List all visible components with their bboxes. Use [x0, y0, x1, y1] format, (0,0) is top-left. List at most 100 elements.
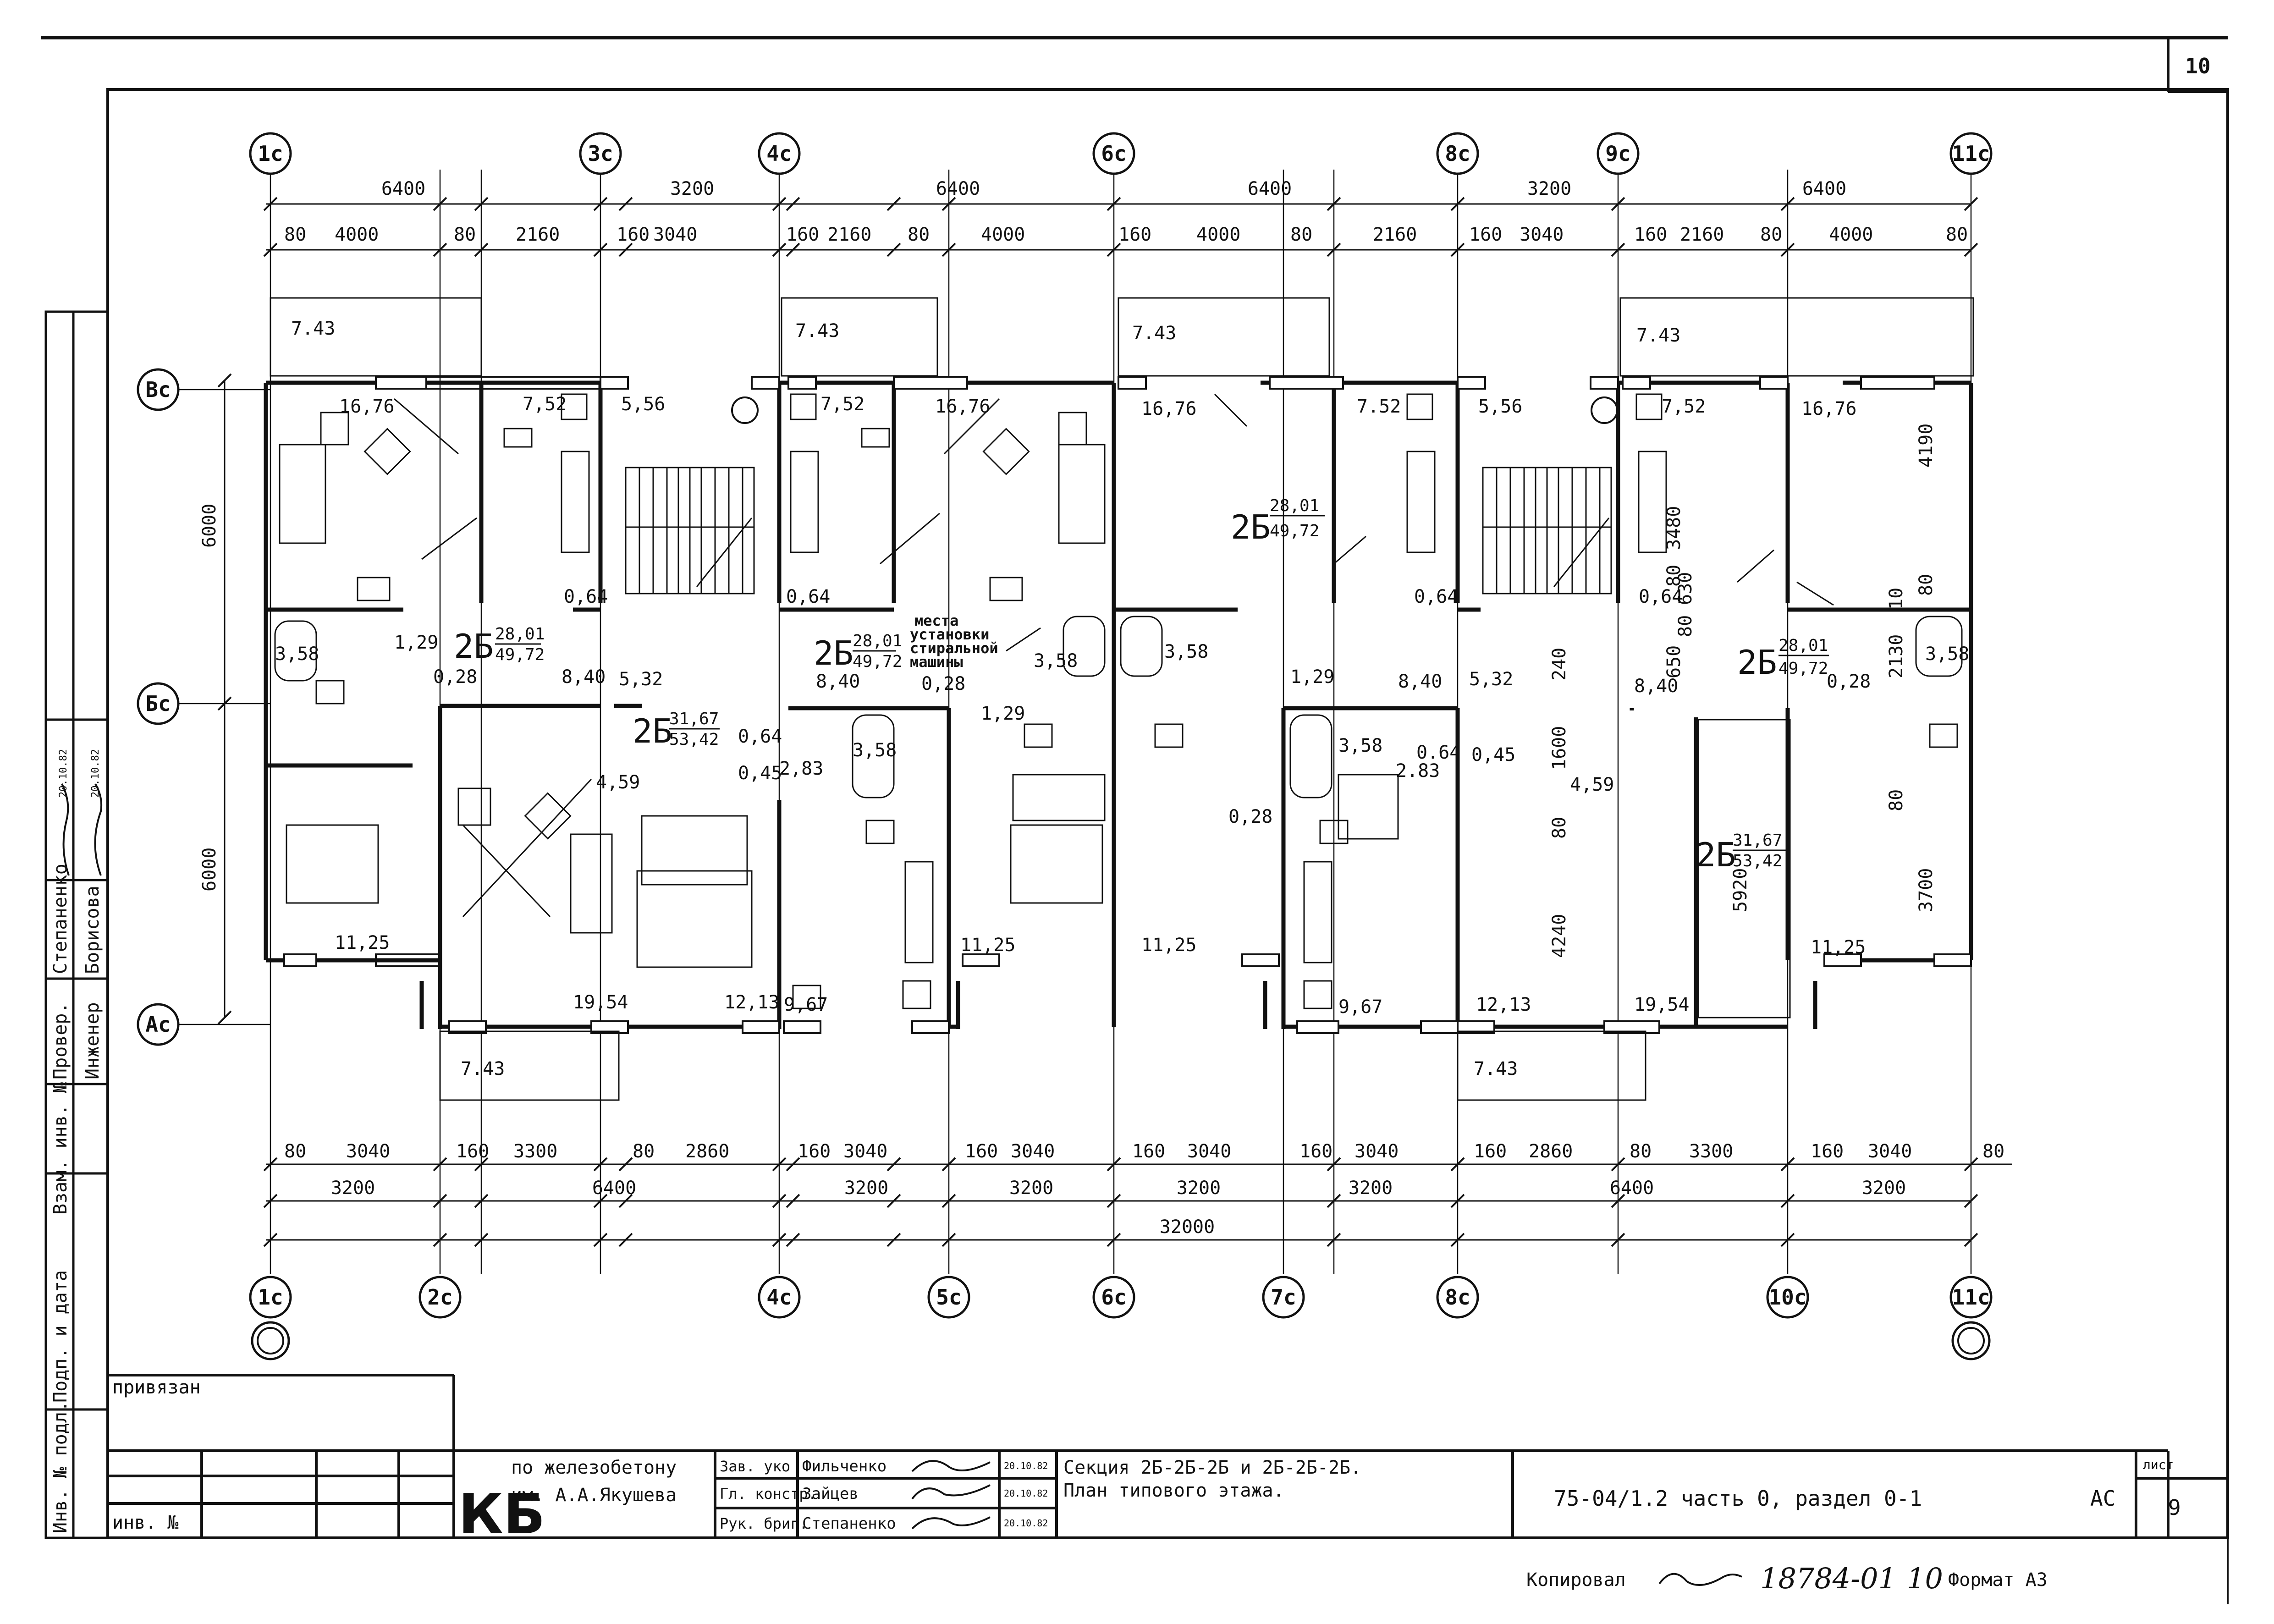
role-1: Зав. уко [720, 1458, 790, 1475]
dimension-tick [593, 1157, 608, 1172]
dimension-tick [1611, 1194, 1625, 1208]
balconies [270, 297, 1974, 1101]
garbage-chute-right [1591, 396, 1618, 424]
dimension-tick [1964, 1157, 1978, 1172]
area-misc-4: 0,28 [433, 666, 477, 688]
dimension-tick [593, 1194, 608, 1208]
axis-bubble-bottom-8: 10с [1766, 1276, 1809, 1319]
axis-bubble-circle [579, 132, 622, 175]
dimension-tick [786, 1157, 800, 1172]
axis-bubble-circle [927, 1276, 970, 1319]
dim-bd-5: 80 [633, 1141, 655, 1162]
walls [264, 380, 1973, 1029]
axis-bubble-circle [137, 368, 180, 411]
axis-bubble-label: 3с [588, 141, 613, 166]
windows [283, 376, 1972, 1034]
axis-bubble-label: 11с [1952, 1285, 1990, 1310]
axis-bubble-circle [1766, 1276, 1809, 1319]
apartment-tag-6: 2Б 31,67 53,42 [1696, 831, 1788, 874]
footer-order: 18784-01 [1760, 1562, 1896, 1595]
dimension-tick [886, 1233, 901, 1247]
apartment-total-area: 49,72 [495, 645, 545, 664]
stairwell-right [1482, 467, 1612, 595]
washer-note-line-4: машины [910, 653, 963, 671]
dim-top-overall-5: 3200 [1527, 178, 1571, 199]
dimension-tick [1107, 197, 1121, 211]
dimension-tick [786, 197, 800, 211]
garbage-chute-left [731, 396, 759, 424]
dim-bm-5: 3200 [1177, 1178, 1221, 1199]
dim-misc-vert-2: 80 [1916, 574, 1937, 596]
washer-note: места установки стиральной машины [910, 612, 1041, 671]
area-misc-5: 0,28 [921, 673, 965, 694]
dimension-tick [474, 1157, 489, 1172]
dim-td-15: 160 [1469, 224, 1502, 245]
side-stamp-signature-1 [61, 783, 70, 876]
axis-bubble-circle [137, 1003, 180, 1046]
axis-bubble-circle [1092, 1276, 1135, 1319]
dimension-tick [263, 1194, 278, 1208]
date-3: 20.10.82 [1004, 1518, 1048, 1529]
axis-bubble-top-5: 8с [1436, 132, 1479, 175]
apartment-code: 2Б [1231, 508, 1271, 546]
role-2: Гл. констр. [720, 1485, 817, 1503]
axis-bubble-label: 2с [427, 1285, 452, 1310]
apartment-tag-3: 2Б 28,01 49,72 [1231, 496, 1325, 546]
dimension-tick [942, 1157, 956, 1172]
dim-td-8: 2160 [827, 224, 871, 245]
dim-bd-17: 80 [1630, 1141, 1652, 1162]
drawing-title-line-1: Секция 2Б-2Б-2Б и 2Б-2Б-2Б. [1063, 1457, 1361, 1478]
dimension-tick [1107, 1233, 1121, 1247]
area-bath-4: 3,58 [1925, 644, 1969, 665]
washer-note-line-2: установки [910, 626, 989, 643]
axis-marker-ring-inner [257, 1327, 284, 1354]
area-misc-29: 9,67 [1338, 996, 1382, 1018]
date-1: 20.10.82 [1004, 1460, 1048, 1471]
area-misc-12: 5,32 [619, 669, 663, 690]
inv-no-label: инв. № [112, 1512, 179, 1533]
footer-page: 10 [1907, 1562, 1943, 1595]
dim-left-vert-2: 6000 [199, 848, 220, 892]
stage-label: АС [2090, 1486, 2115, 1511]
dim-bd-18: 3300 [1689, 1141, 1733, 1162]
dim-bm-6: 3200 [1349, 1178, 1393, 1199]
area-misc-24: 19,54 [573, 992, 628, 1013]
area-misc-1: 1,29 [394, 632, 438, 653]
dimension-tick [618, 197, 633, 211]
dimension-tick [786, 1194, 800, 1208]
area-balcony-2: 7.43 [795, 320, 839, 341]
area-misc-18: 4,59 [596, 772, 640, 793]
dimension-tick [1964, 1194, 1978, 1208]
side-stamp-sign-label: Подп. и дата [50, 1270, 71, 1403]
area-misc-28: 9,67 [784, 994, 828, 1015]
apartment-tag-4: 2Б 28,01 49,72 [1737, 636, 1829, 682]
apartment-code: 2Б [814, 634, 853, 672]
dim-bd-6: 2860 [685, 1141, 729, 1162]
apartment-living-area: 28,01 [495, 625, 545, 644]
dim-bd-19: 160 [1811, 1141, 1844, 1162]
axis-bubble-label: 1с [258, 1285, 283, 1310]
side-stamp [44, 310, 109, 1539]
dim-left-vert-1: 6000 [199, 504, 220, 548]
side-stamp-inv-label: Инв. № подл. [50, 1401, 71, 1533]
dim-td-12: 4000 [1196, 224, 1240, 245]
dimension-tick [886, 1157, 901, 1172]
dim-right-vert-3: 5920 [1730, 868, 1751, 912]
dim-td-20: 4000 [1829, 224, 1873, 245]
dimension-tick [263, 1233, 278, 1247]
area-misc-13: 5,32 [1469, 669, 1513, 690]
dim-td-5: 160 [617, 224, 650, 245]
area-bath-2: 3,58 [1034, 650, 1078, 672]
axis-bubble-label: 8с [1445, 1285, 1470, 1310]
dim-td-21: 80 [1946, 224, 1968, 245]
dim-td-16: 3040 [1520, 224, 1564, 245]
side-stamp-prover-name: Степаненко [50, 864, 71, 974]
dim-misc-vert-4: 240 [1549, 648, 1570, 681]
dimension-tick [1327, 242, 1341, 257]
axis-bubble-label: 6с [1101, 1285, 1126, 1310]
footer-signature [1658, 1573, 1742, 1586]
axis-bubble-bottom-9: 11с [1949, 1276, 1993, 1319]
dimension-tick [217, 1010, 232, 1025]
side-stamp-replace-label: Взам. инв. № [50, 1082, 71, 1215]
area-misc-21: 11,25 [960, 935, 1015, 956]
